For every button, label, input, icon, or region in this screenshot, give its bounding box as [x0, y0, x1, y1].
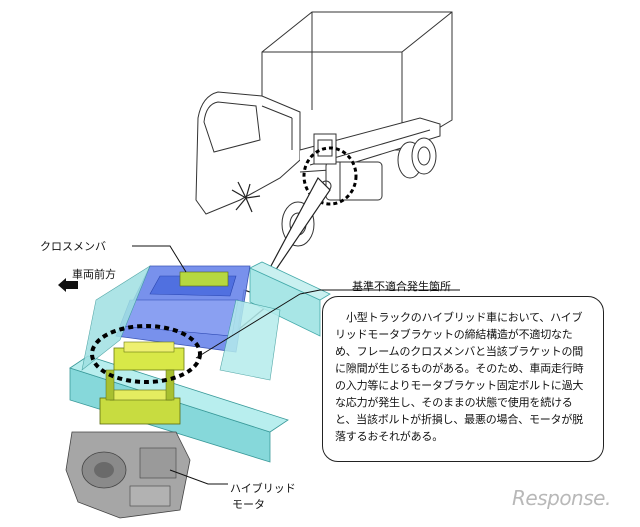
nonconformity-leader — [195, 293, 301, 359]
description-text: 小型トラックのハイブリッド車において、ハイブリッドモータブラケットの締結構造が不… — [335, 311, 584, 443]
cross-member-label: クロスメンバ — [40, 240, 106, 253]
description-box: 小型トラックのハイブリッド車において、ハイブリッドモータブラケットの締結構造が不… — [322, 296, 604, 462]
cabin — [195, 91, 301, 215]
battery-box — [325, 161, 383, 201]
motor-bracket-lower — [99, 397, 181, 425]
watermark-logo: Response. — [512, 486, 611, 510]
hybrid-motor — [65, 431, 191, 519]
fan-icon — [231, 181, 261, 213]
motor-leader — [169, 469, 228, 485]
chassis-model — [65, 261, 331, 519]
bracket-highlight-circle — [90, 324, 202, 384]
vehicle-front-arrow-icon — [58, 278, 78, 292]
hybrid-motor-label-line2: モータ — [232, 498, 265, 511]
cross-member-leader — [132, 245, 187, 273]
leader-lines — [132, 245, 460, 485]
truck-drawing — [195, 11, 453, 247]
truck-highlight-circle — [302, 146, 358, 206]
hybrid-motor-label-line1: ハイブリッド — [230, 482, 296, 495]
nonconformity-location-label: 基準不適合発生箇所 — [352, 280, 451, 293]
vehicle-front-label: 車両前方 — [72, 268, 116, 281]
